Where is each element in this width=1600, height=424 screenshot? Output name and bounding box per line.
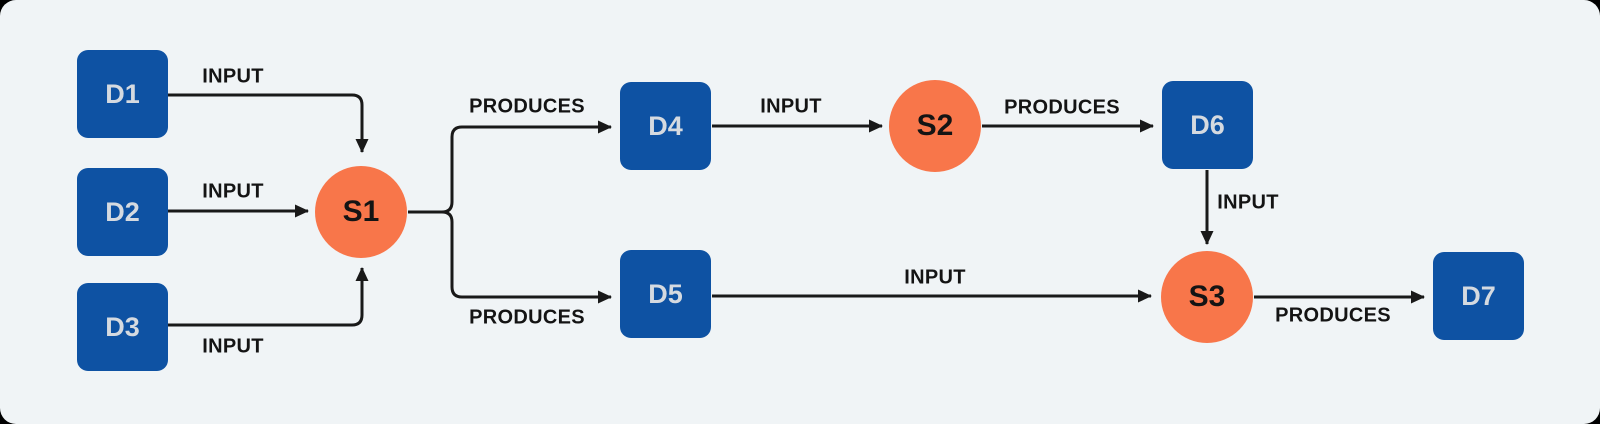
node-d7-label: D7	[1461, 280, 1496, 311]
node-d3: D3	[77, 283, 168, 371]
edge-label-s3-d7: PRODUCES	[1275, 304, 1391, 327]
node-d6-label: D6	[1190, 109, 1225, 140]
edge-label-d6-s3: INPUT	[1217, 191, 1279, 214]
edge-s1-d5	[408, 210, 612, 304]
node-d4-label: D4	[648, 110, 683, 141]
node-d5: D5	[620, 250, 711, 338]
edge-label-s1-d4: PRODUCES	[469, 95, 585, 118]
node-s2-label: S2	[916, 109, 954, 142]
edge-label-d1-s1: INPUT	[202, 65, 264, 88]
edge-label-d2-s1: INPUT	[202, 180, 264, 203]
edge-label-s2-d6: PRODUCES	[1004, 96, 1120, 119]
node-d2: D2	[77, 168, 168, 256]
edge-s1-d4	[408, 120, 612, 214]
edge-d3-s1	[168, 267, 369, 327]
node-d1: D1	[77, 50, 168, 138]
edge-label-s1-d5: PRODUCES	[469, 306, 585, 329]
edge-label-d3-s1: INPUT	[202, 335, 264, 358]
node-d3-label: D3	[105, 311, 140, 342]
node-d7: D7	[1433, 252, 1524, 340]
node-d6: D6	[1162, 81, 1253, 169]
edge-d1-s1	[168, 93, 369, 153]
edge-label-d4-s2: INPUT	[760, 95, 822, 118]
edge-label-d5-s3: INPUT	[904, 266, 966, 289]
node-s3-label: S3	[1188, 280, 1226, 313]
node-s1: S1	[315, 166, 407, 258]
node-d1-label: D1	[105, 78, 140, 109]
node-d5-label: D5	[648, 278, 683, 309]
node-s3: S3	[1161, 251, 1253, 343]
node-s1-label: S1	[342, 195, 380, 228]
node-d2-label: D2	[105, 196, 140, 227]
node-d4: D4	[620, 82, 711, 170]
node-s2: S2	[889, 80, 981, 172]
